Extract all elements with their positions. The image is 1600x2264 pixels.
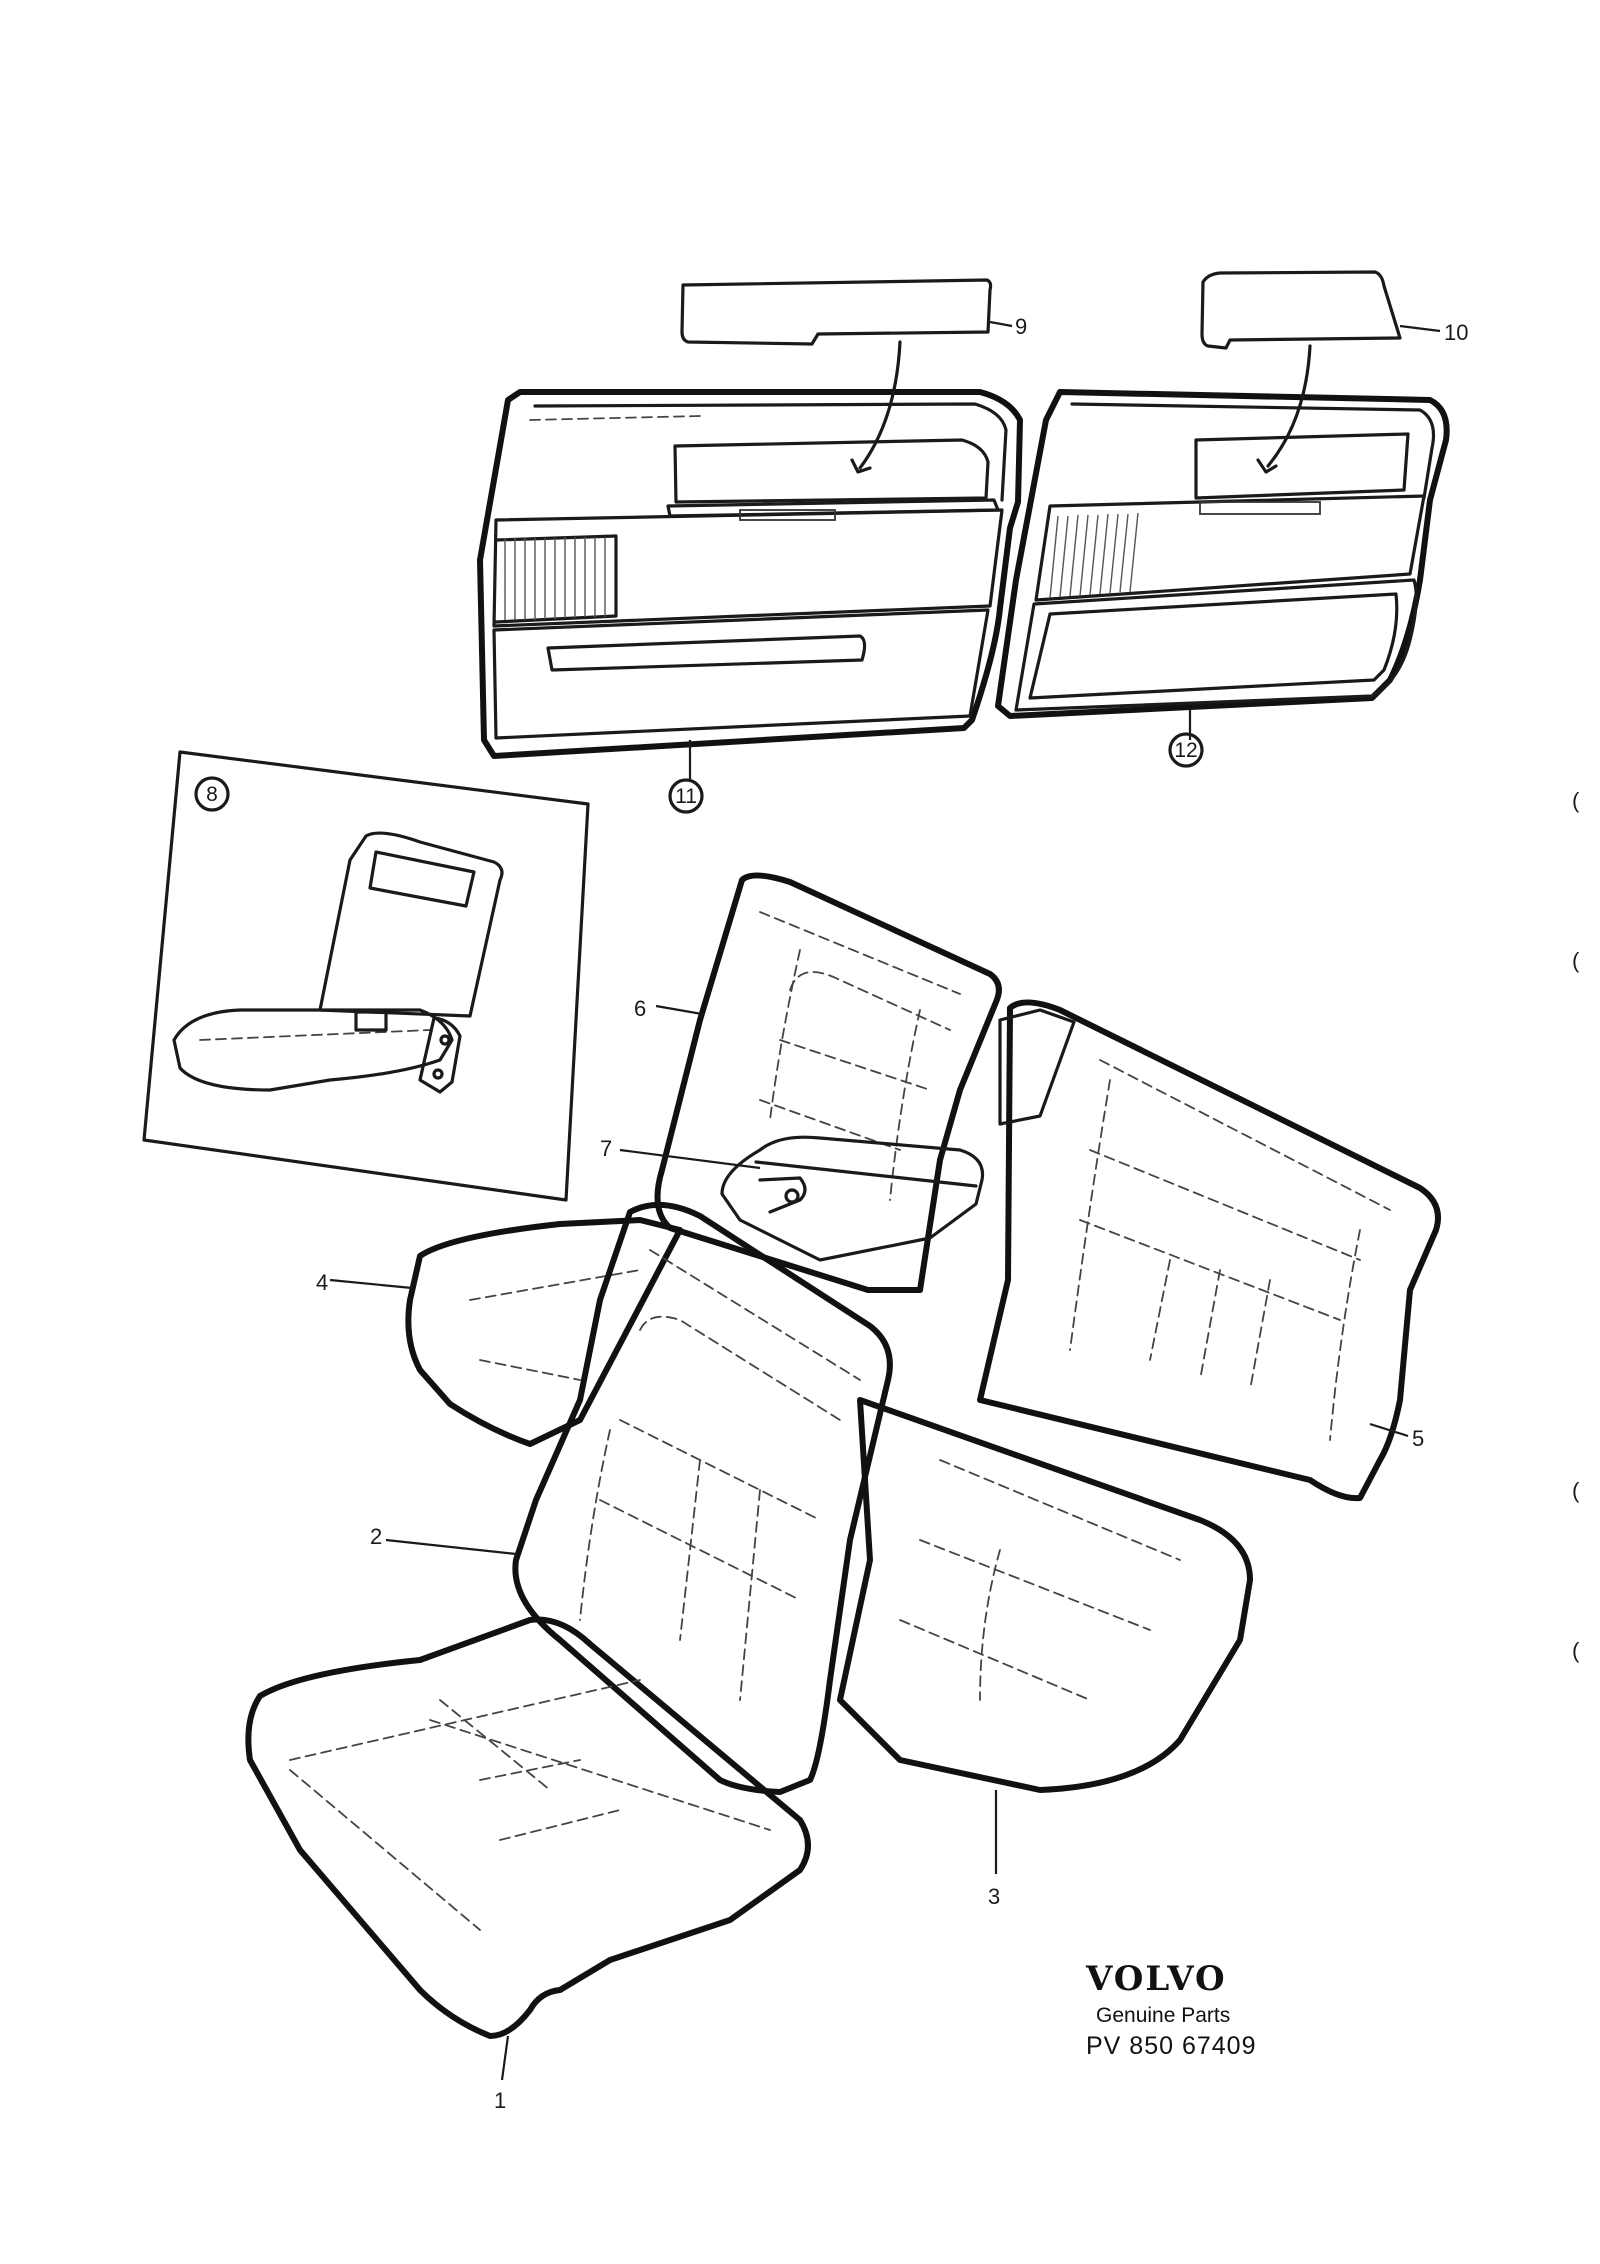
callout-10: 10: [1444, 320, 1468, 345]
arrow-10-to-12: [1266, 344, 1312, 468]
armrest-pad-10: [1200, 270, 1402, 350]
part-number: PV 850 67409: [1086, 2032, 1257, 2060]
door-panel-12: [995, 389, 1450, 719]
callout-5: 5: [1412, 1426, 1424, 1451]
leader-7: [619, 1148, 761, 1170]
brand-block: VOLVO Genuine Parts PV 850 67409: [1086, 1962, 1386, 2061]
leader-9: [989, 320, 1013, 328]
margin-mark: (: [1572, 1478, 1580, 1503]
rear-backrest-left-6: [654, 872, 1002, 1293]
front-backrest-2: [512, 1201, 893, 1795]
rear-backrest-right-5: [977, 999, 1441, 1502]
speaker-grille-12: [1049, 512, 1139, 599]
door-panel-11: [477, 389, 1023, 759]
margin-mark: (: [1572, 788, 1580, 813]
callout-3: 3: [988, 1884, 1000, 1909]
arrowhead-10: [1256, 458, 1278, 474]
leader-10: [1399, 324, 1441, 333]
callout-9: 9: [1015, 314, 1027, 339]
margin-mark: (: [1572, 1638, 1580, 1663]
leader-4: [329, 1278, 413, 1290]
rear-cushion-right-3: [837, 1397, 1253, 1793]
brand-logo: VOLVO: [1086, 1959, 1227, 1999]
inset-detail-8: 8: [142, 750, 590, 1202]
speaker-grille-11: [504, 537, 606, 620]
leader-2: [385, 1538, 517, 1556]
leader-5: [1369, 1422, 1409, 1438]
callout-12-circle: [1168, 732, 1204, 768]
armrest-pad-9: [680, 278, 993, 346]
brand-subtitle: Genuine Parts: [1096, 2004, 1231, 2027]
callout-7: 7: [600, 1136, 612, 1161]
callout-8-circle: [194, 776, 230, 812]
leader-6: [655, 1004, 703, 1016]
arrowhead-9: [850, 458, 872, 474]
callout-1: 1: [494, 2088, 506, 2113]
callout-8: 8: [206, 783, 218, 806]
callout-12: 12: [1174, 739, 1197, 762]
callout-2: 2: [370, 1524, 382, 1549]
margin-mark: (: [1572, 948, 1580, 973]
callout-4: 4: [316, 1270, 328, 1295]
arrow-9-to-11: [858, 340, 902, 470]
front-cushion-1: [245, 1616, 811, 2039]
callout-6: 6: [634, 996, 646, 1021]
callout-11-circle: [668, 778, 704, 814]
rear-cushion-left-4: [405, 1217, 683, 1447]
callout-11: 11: [675, 785, 697, 808]
leader-1: [500, 2035, 510, 2081]
center-armrest-7: [720, 1135, 985, 1262]
